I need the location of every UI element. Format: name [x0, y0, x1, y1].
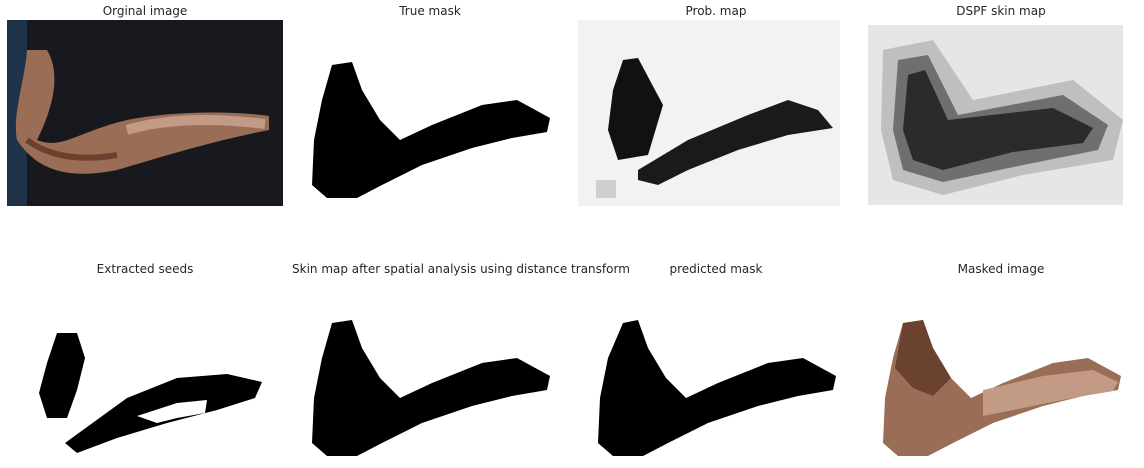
panel-spatial: Skin map after spatial analysis using di… [292, 258, 630, 468]
true-mask-image [312, 62, 550, 198]
masked-image [883, 320, 1121, 456]
panel-title: Extracted seeds [96, 262, 194, 276]
panel-original: Orginal image [7, 0, 283, 206]
panel-seeds: Extracted seeds [7, 258, 283, 468]
predicted-image [598, 320, 836, 456]
panel-dspf-map: DSPF skin map [863, 0, 1139, 206]
panel-title: True mask [399, 4, 461, 18]
panel-predicted: predicted mask [578, 258, 854, 468]
panel-title: predicted mask [669, 262, 763, 276]
panel-prob-map: Prob. map [578, 0, 854, 206]
panel-title: DSPF skin map [956, 4, 1046, 18]
panel-title: Prob. map [685, 4, 747, 18]
original-image [7, 20, 283, 206]
seeds-image [39, 333, 262, 453]
spatial-image [312, 320, 550, 456]
prob-map-image [578, 20, 840, 206]
panel-true-mask: True mask [292, 0, 568, 206]
panel-title: Masked image [957, 262, 1045, 276]
dspf-map-image [863, 20, 1139, 206]
panel-masked: Masked image [863, 258, 1139, 468]
panel-title: Skin map after spatial analysis using di… [292, 262, 630, 276]
panel-title: Orginal image [102, 4, 188, 18]
